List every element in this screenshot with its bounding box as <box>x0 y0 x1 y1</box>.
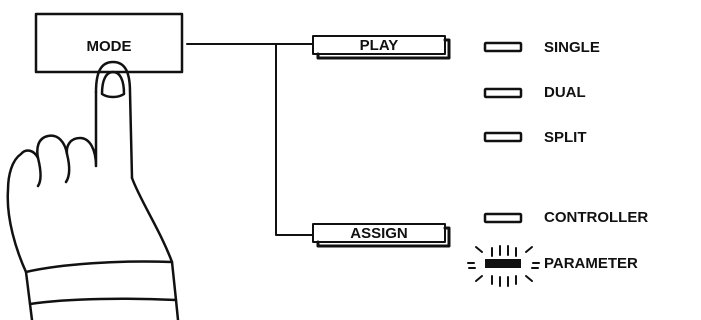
option-parameter: PARAMETER <box>544 255 638 272</box>
connector-lines <box>186 43 313 236</box>
option-single: SINGLE <box>544 39 600 56</box>
option-split: SPLIT <box>544 129 587 146</box>
led-parameter-icon <box>485 259 521 268</box>
led-glow-rays-icon <box>467 245 540 287</box>
assign-box <box>312 223 451 248</box>
led-dual-icon <box>483 87 523 99</box>
hand-icon <box>6 60 180 320</box>
led-split-icon <box>483 131 523 143</box>
play-label: PLAY <box>359 37 399 54</box>
option-dual: DUAL <box>544 84 586 101</box>
led-controller-icon <box>483 212 523 224</box>
play-box <box>312 35 451 60</box>
assign-label: ASSIGN <box>350 225 408 242</box>
mode-button-label[interactable]: MODE <box>86 38 132 55</box>
option-controller: CONTROLLER <box>544 209 649 226</box>
led-single-icon <box>483 41 523 53</box>
